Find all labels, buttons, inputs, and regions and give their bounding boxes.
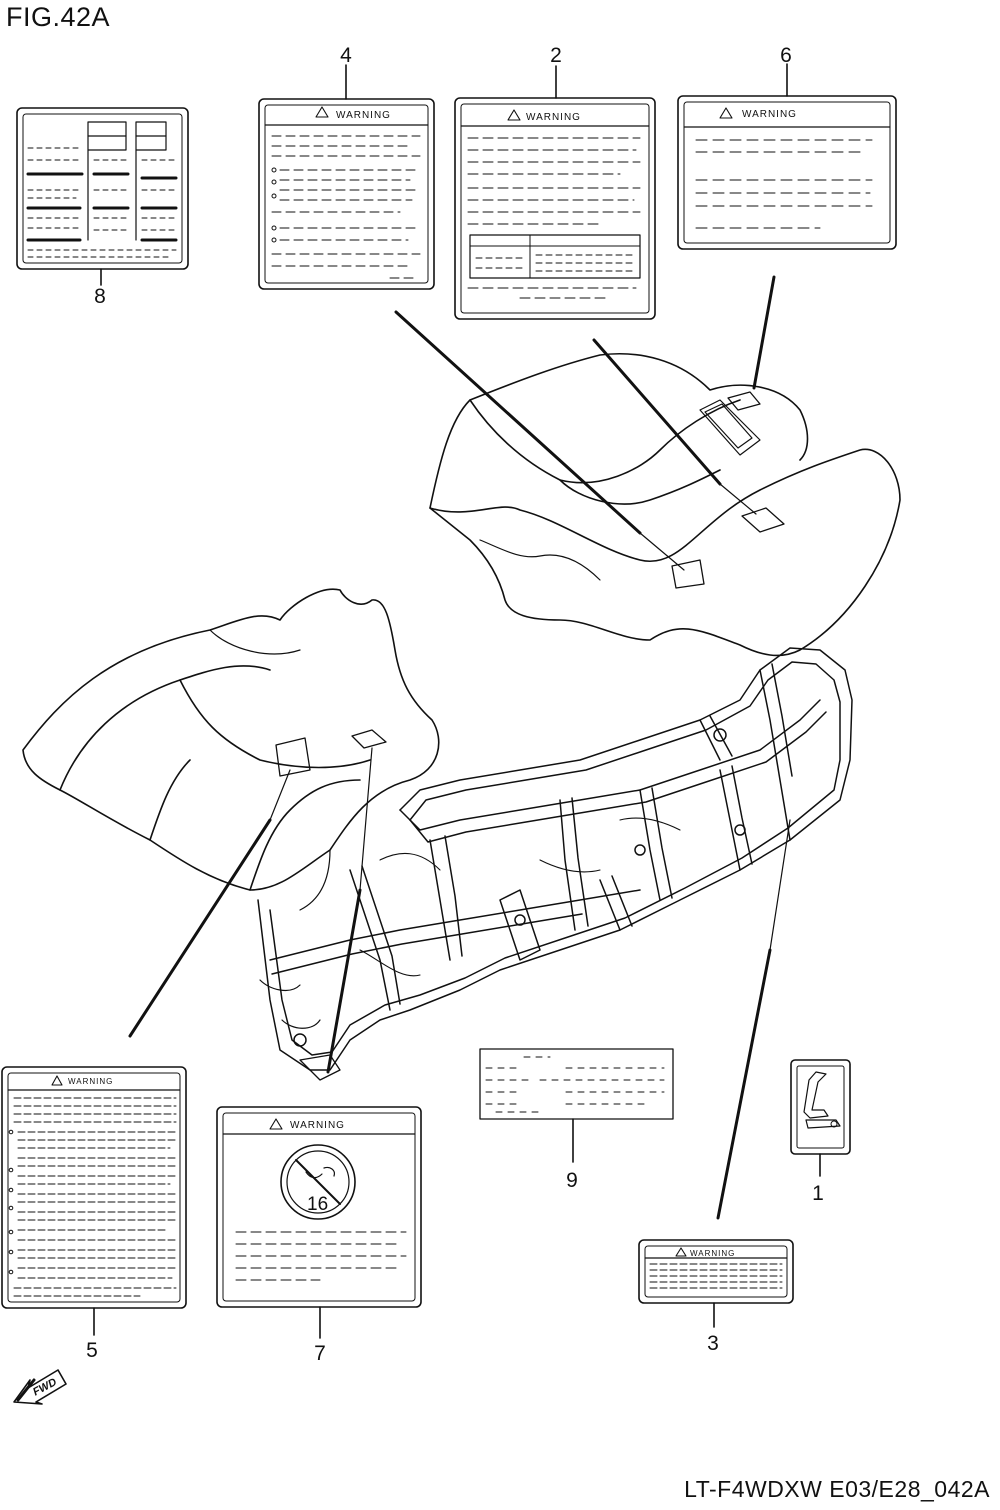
callout-6: 6 — [780, 44, 792, 67]
svg-text:16: 16 — [307, 1194, 328, 1215]
label-8 — [16, 107, 189, 286]
rear-fender — [429, 352, 901, 657]
label-2: WARNING — [454, 65, 656, 320]
callout-3: 3 — [707, 1332, 719, 1355]
fwd-arrow-icon: FWD — [13, 1369, 67, 1405]
drawing-code: LT-F4WDXW E03/E28_042A — [684, 1476, 990, 1502]
warning-heading: WARNING — [336, 110, 391, 121]
frame — [257, 647, 853, 1081]
figure-title: FIG.42A — [6, 2, 111, 32]
label-9 — [479, 1048, 674, 1163]
warning-heading: WARNING — [690, 1249, 735, 1258]
leader-lines — [128, 275, 791, 1220]
callout-8: 8 — [94, 285, 106, 308]
under-16-prohibited-icon: 16 — [280, 1144, 356, 1220]
label-3: WARNING — [638, 1239, 794, 1328]
callout-1: 1 — [812, 1182, 824, 1205]
warning-heading: WARNING — [526, 112, 581, 123]
label-5: WARNING — [1, 1066, 187, 1336]
warning-heading: WARNING — [68, 1077, 113, 1086]
label-7: WARNING 16 — [216, 1106, 422, 1339]
callout-5: 5 — [86, 1339, 98, 1362]
label-4: WARNING — [258, 64, 435, 290]
warning-heading: WARNING — [290, 1120, 345, 1131]
label-6: WARNING — [677, 63, 897, 250]
callout-2: 2 — [550, 44, 562, 67]
front-fender — [22, 588, 440, 911]
callout-7: 7 — [314, 1342, 326, 1365]
callout-9: 9 — [566, 1169, 578, 1192]
warning-heading: WARNING — [742, 109, 797, 120]
label-1 — [790, 1059, 851, 1177]
callout-4: 4 — [340, 44, 352, 67]
